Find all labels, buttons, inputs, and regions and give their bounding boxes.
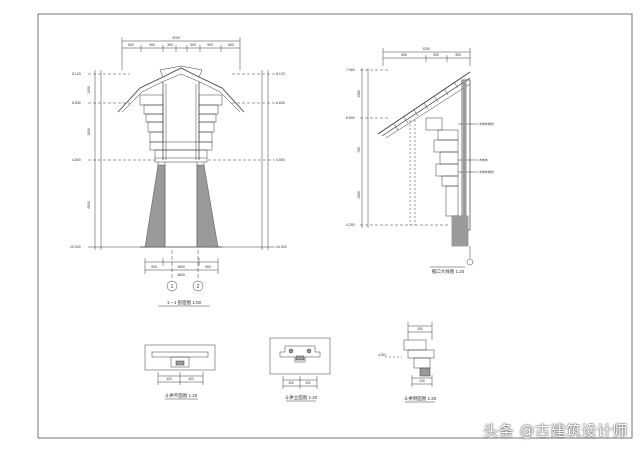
detail-a xyxy=(144,344,216,400)
eave-top-dim: 300 xyxy=(455,53,461,57)
detail-a-dims: 400 400 xyxy=(166,377,194,381)
right-wall-fill xyxy=(196,164,219,248)
eave-notes: 木构件制作 木构件 木构件制作 xyxy=(479,121,494,174)
level-label: 4.500 xyxy=(72,158,81,162)
eave-hatching xyxy=(452,80,468,246)
section-top-dim: 300 xyxy=(190,43,196,47)
section-height-dims: 1290 1650 4500 xyxy=(87,86,91,209)
watermark-text: 头条 @古建筑设计师 xyxy=(483,422,628,440)
detail-c-dim: 300 xyxy=(417,327,423,331)
eave-top-dim: 600 xyxy=(401,53,407,57)
detail-a-title: 斗拱平面图 1:20 xyxy=(165,392,198,399)
eave-note: 木构件制作 xyxy=(479,169,494,174)
level-label: 8.120 xyxy=(72,72,81,76)
eave-top-dim: 1200 xyxy=(422,47,430,51)
eave-height-dim: 1380 xyxy=(357,90,361,98)
bottom-dim: 900 xyxy=(151,265,157,269)
eave-height-dim: 760 xyxy=(357,147,361,153)
detail-b-dim: 400 xyxy=(288,381,294,385)
level-label: ±0.000 xyxy=(70,245,81,249)
eave-note: 木构件制作 xyxy=(479,121,494,126)
detail-b-title: 斗拱立面图 1:20 xyxy=(285,394,318,401)
eave-top-dim: 300 xyxy=(433,53,439,57)
detail-b-dim: 400 xyxy=(305,381,311,385)
detail-c-title: 斗拱侧面图 1:20 xyxy=(404,395,437,402)
level-label: 6.830 xyxy=(276,101,285,105)
eave-level: 6.500 xyxy=(346,116,355,120)
eave-dims: 1200 600 300 300 7.960 6.500 4.200 1380 … xyxy=(346,47,461,227)
level-label: ±0.000 xyxy=(276,245,287,249)
height-dim: 1290 xyxy=(87,86,91,94)
section-top-dims: 3200 600 900 300 300 900 600 xyxy=(128,36,234,47)
level-label: 6.830 xyxy=(72,101,81,105)
section-levels-left: 8.120 6.830 4.500 ±0.000 xyxy=(70,72,81,249)
detail-c-dims: 300 240 4.200 xyxy=(378,327,425,383)
left-wall-fill xyxy=(144,164,166,248)
eave-column-fill xyxy=(463,80,466,230)
level-label: 4.500 xyxy=(276,158,285,162)
bottom-total-dim: 3600 xyxy=(177,273,185,277)
detail-a-dim: 400 xyxy=(188,377,194,381)
section-top-dim: 3200 xyxy=(172,36,180,40)
section-top-dim: 900 xyxy=(207,43,213,47)
eave-level: 7.960 xyxy=(346,68,355,72)
detail-a-dim: 400 xyxy=(166,377,172,381)
axis-label: 2 xyxy=(197,284,200,290)
eave-detail xyxy=(360,48,478,268)
section-bottom-dims: 900 1800 900 3600 1 2 xyxy=(151,265,211,290)
eave-level: 4.200 xyxy=(346,223,355,227)
sheet-frame xyxy=(37,13,633,439)
section-top-dim: 600 xyxy=(128,43,134,47)
bottom-dim: 900 xyxy=(205,265,211,269)
detail-c-dim: 240 xyxy=(419,379,425,383)
level-label: 8.120 xyxy=(276,72,285,76)
detail-b xyxy=(269,337,331,402)
section-title: 1－1 剖面图 1:50 xyxy=(167,299,202,306)
section-top-dim: 900 xyxy=(149,43,155,47)
section-top-dim: 300 xyxy=(167,43,173,47)
bottom-dim: 1800 xyxy=(177,265,185,269)
eave-title: 檐口大样图 1:20 xyxy=(432,268,465,275)
eave-note: 木构件 xyxy=(479,157,488,162)
axis-label: 1 xyxy=(171,284,174,290)
detail-c xyxy=(385,322,435,403)
section-top-dim: 600 xyxy=(228,43,234,47)
height-dim: 1650 xyxy=(87,128,91,136)
height-dim: 4500 xyxy=(87,201,91,209)
section-levels-right: 8.120 6.830 4.500 ±0.000 xyxy=(276,72,287,249)
detail-c-level: 4.200 xyxy=(378,353,386,357)
detail-b-dims: 400 400 xyxy=(288,381,311,385)
eave-height-dim: 1300 xyxy=(357,191,361,199)
